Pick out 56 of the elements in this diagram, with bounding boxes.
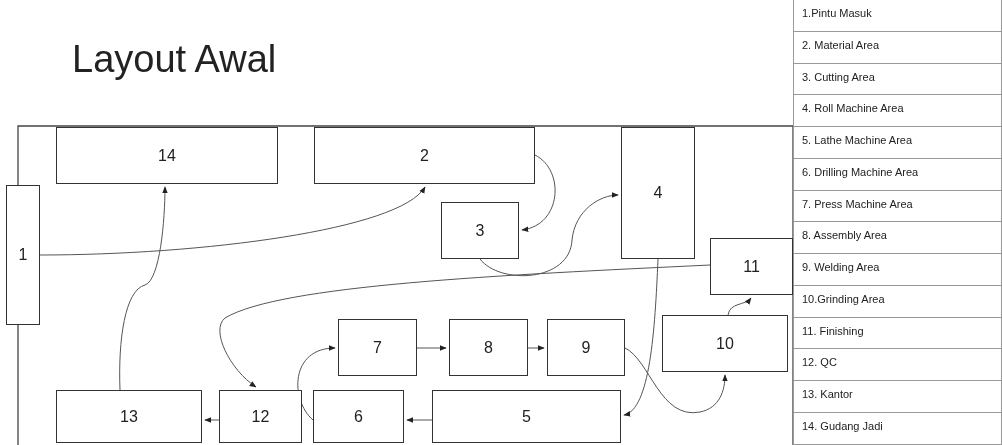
arrow	[297, 345, 336, 421]
area-number: 2	[420, 146, 429, 165]
table-cell: 14. Gudang Jadi	[794, 412, 1001, 445]
arrow	[479, 192, 619, 277]
arrow	[624, 347, 728, 414]
area-number: 6	[354, 407, 363, 426]
area-box	[56, 127, 278, 184]
area-number: 14	[158, 146, 176, 165]
arrow	[416, 345, 447, 351]
table-cell: 3. Cutting Area	[794, 63, 1001, 96]
table-cell: 11. Finishing	[794, 317, 1001, 350]
area-box	[449, 319, 528, 376]
table-cell: 4. Roll Machine Area	[794, 95, 1001, 127]
area-number: 1	[18, 246, 28, 264]
table-cell: 9. Welding Area	[794, 254, 1001, 286]
area-box	[219, 390, 302, 443]
arrow	[727, 297, 752, 316]
area-box	[6, 185, 40, 325]
area-box	[621, 127, 695, 259]
area-box	[441, 202, 519, 259]
area-number: 9	[581, 338, 591, 357]
area-box	[662, 315, 788, 372]
area-box	[547, 319, 625, 376]
arrow	[623, 258, 659, 416]
arrow	[527, 345, 545, 351]
arrow	[39, 186, 426, 256]
area-box	[314, 127, 535, 184]
table-cell: 12. QC	[794, 349, 1001, 381]
area-number: 3	[475, 221, 485, 240]
table-cell: 6. Drilling Machine Area	[794, 158, 1001, 191]
arrow	[219, 264, 711, 388]
table-cell: 8. Assembly Area	[794, 222, 1001, 254]
area-box	[432, 390, 621, 443]
area-box	[338, 319, 417, 376]
table-cell: 1.Pintu Masuk	[794, 0, 1001, 32]
area-box	[710, 238, 793, 295]
table-cell: 10.Grinding Area	[794, 285, 1001, 318]
area-box	[56, 390, 202, 443]
arrow	[406, 417, 433, 423]
table-cell: 2. Material Area	[794, 31, 1001, 64]
area-number: 12	[251, 407, 270, 426]
area-number: 7	[373, 338, 382, 357]
arrow	[521, 154, 556, 232]
area-number: 11	[743, 257, 760, 276]
table-cell: 13. Kantor	[794, 381, 1001, 413]
area-number: 5	[522, 407, 531, 426]
area-number: 4	[653, 184, 663, 202]
arrow	[119, 186, 168, 391]
area-number: 10	[716, 334, 734, 353]
area-box	[313, 390, 404, 443]
arrow	[204, 417, 220, 423]
title: Layout Awal	[72, 38, 277, 81]
area-number: 13	[120, 407, 138, 426]
table-cell: 5. Lathe Machine Area	[794, 127, 1001, 159]
area-number: 8	[484, 338, 493, 357]
table-cell: 7. Press Machine Area	[794, 190, 1001, 223]
